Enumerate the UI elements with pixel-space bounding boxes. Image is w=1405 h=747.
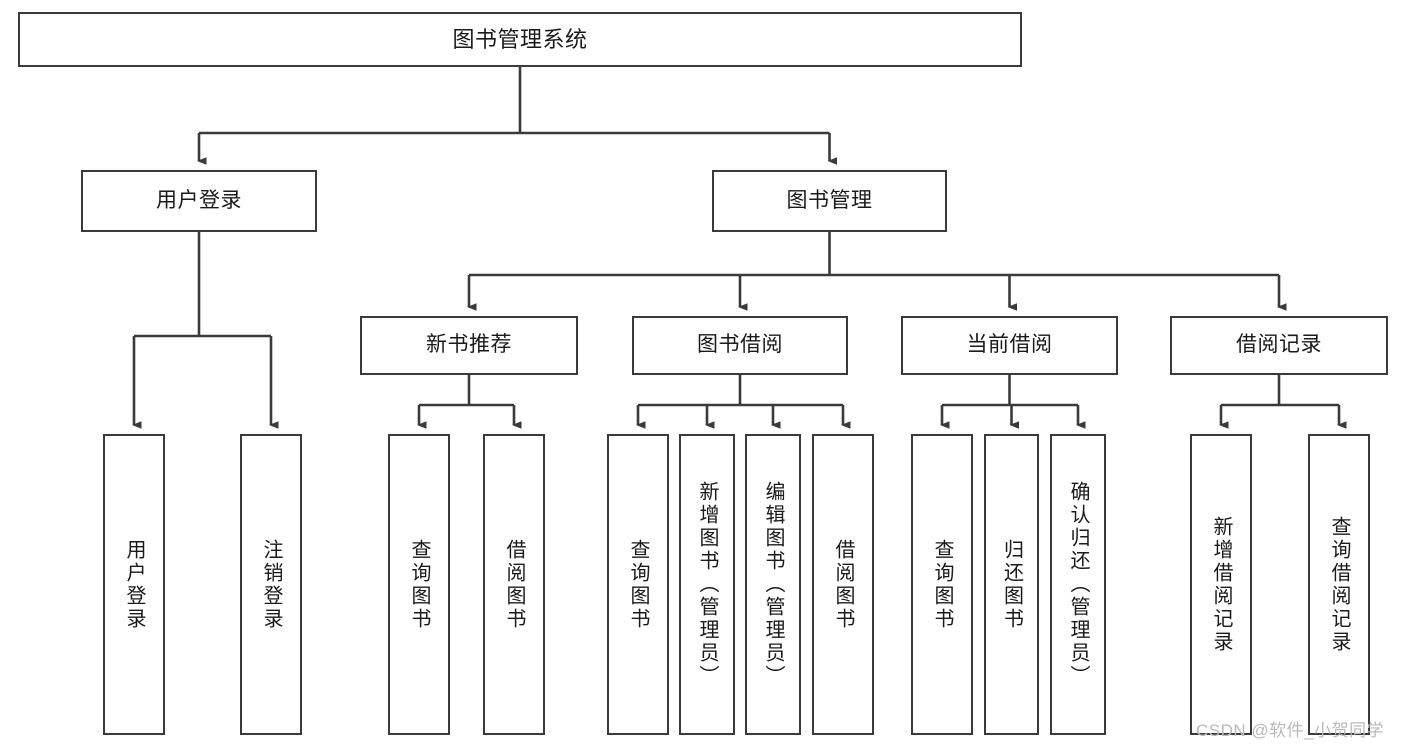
watermark-text: CSDN @软件_小贺同学 xyxy=(1196,721,1385,740)
node-leaf-query-book-1[interactable]: 查询图书 xyxy=(388,434,450,735)
node-label: 图书管理 xyxy=(786,188,873,212)
node-leaf-user-login[interactable]: 用户登录 xyxy=(103,434,165,735)
node-label: 用户登录 xyxy=(156,188,242,212)
node-label: 查询图书 xyxy=(408,538,430,631)
node-borrow-record[interactable]: 借阅记录 xyxy=(1170,316,1388,375)
node-leaf-query-book-3[interactable]: 查询图书 xyxy=(911,434,973,735)
node-book-manage[interactable]: 图书管理 xyxy=(712,170,947,232)
node-leaf-edit-book[interactable]: 编辑图书（管理员） xyxy=(745,434,801,735)
node-current-borrow[interactable]: 当前借阅 xyxy=(901,316,1118,375)
node-leaf-add-book[interactable]: 新增图书（管理员） xyxy=(679,434,735,735)
node-leaf-borrow-book-1[interactable]: 借阅图书 xyxy=(483,434,545,735)
node-label: 借阅图书 xyxy=(503,538,525,631)
node-label: 当前借阅 xyxy=(966,333,1053,357)
node-leaf-confirm-return[interactable]: 确认归还（管理员） xyxy=(1050,434,1106,735)
node-label: 查询图书 xyxy=(931,538,953,631)
node-label: 用户登录 xyxy=(123,538,145,631)
node-leaf-borrow-book-2[interactable]: 借阅图书 xyxy=(812,434,874,735)
node-label: 新增图书（管理员） xyxy=(696,481,718,688)
node-label: 注销登录 xyxy=(260,538,282,631)
node-leaf-query-record[interactable]: 查询借阅记录 xyxy=(1308,434,1370,735)
node-leaf-add-record[interactable]: 新增借阅记录 xyxy=(1190,434,1252,735)
node-label: 借阅记录 xyxy=(1236,333,1322,357)
node-label: 查询图书 xyxy=(627,538,649,631)
node-label: 编辑图书（管理员） xyxy=(762,481,784,688)
node-label: 图书管理系统 xyxy=(452,26,588,52)
node-user-login[interactable]: 用户登录 xyxy=(81,170,317,232)
node-new-book-recommend[interactable]: 新书推荐 xyxy=(360,316,578,375)
node-label: 新书推荐 xyxy=(426,333,512,357)
node-leaf-user-logout[interactable]: 注销登录 xyxy=(240,434,302,735)
node-label: 图书借阅 xyxy=(697,333,783,357)
node-root[interactable]: 图书管理系统 xyxy=(18,12,1022,67)
node-label: 新增借阅记录 xyxy=(1210,515,1232,654)
node-book-borrow[interactable]: 图书借阅 xyxy=(632,316,848,375)
node-label: 查询借阅记录 xyxy=(1328,515,1350,654)
node-leaf-query-book-2[interactable]: 查询图书 xyxy=(607,434,669,735)
node-label: 确认归还（管理员） xyxy=(1067,481,1089,688)
node-label: 借阅图书 xyxy=(832,538,854,631)
node-leaf-return-book[interactable]: 归还图书 xyxy=(984,434,1039,735)
node-label: 归还图书 xyxy=(1000,538,1023,631)
